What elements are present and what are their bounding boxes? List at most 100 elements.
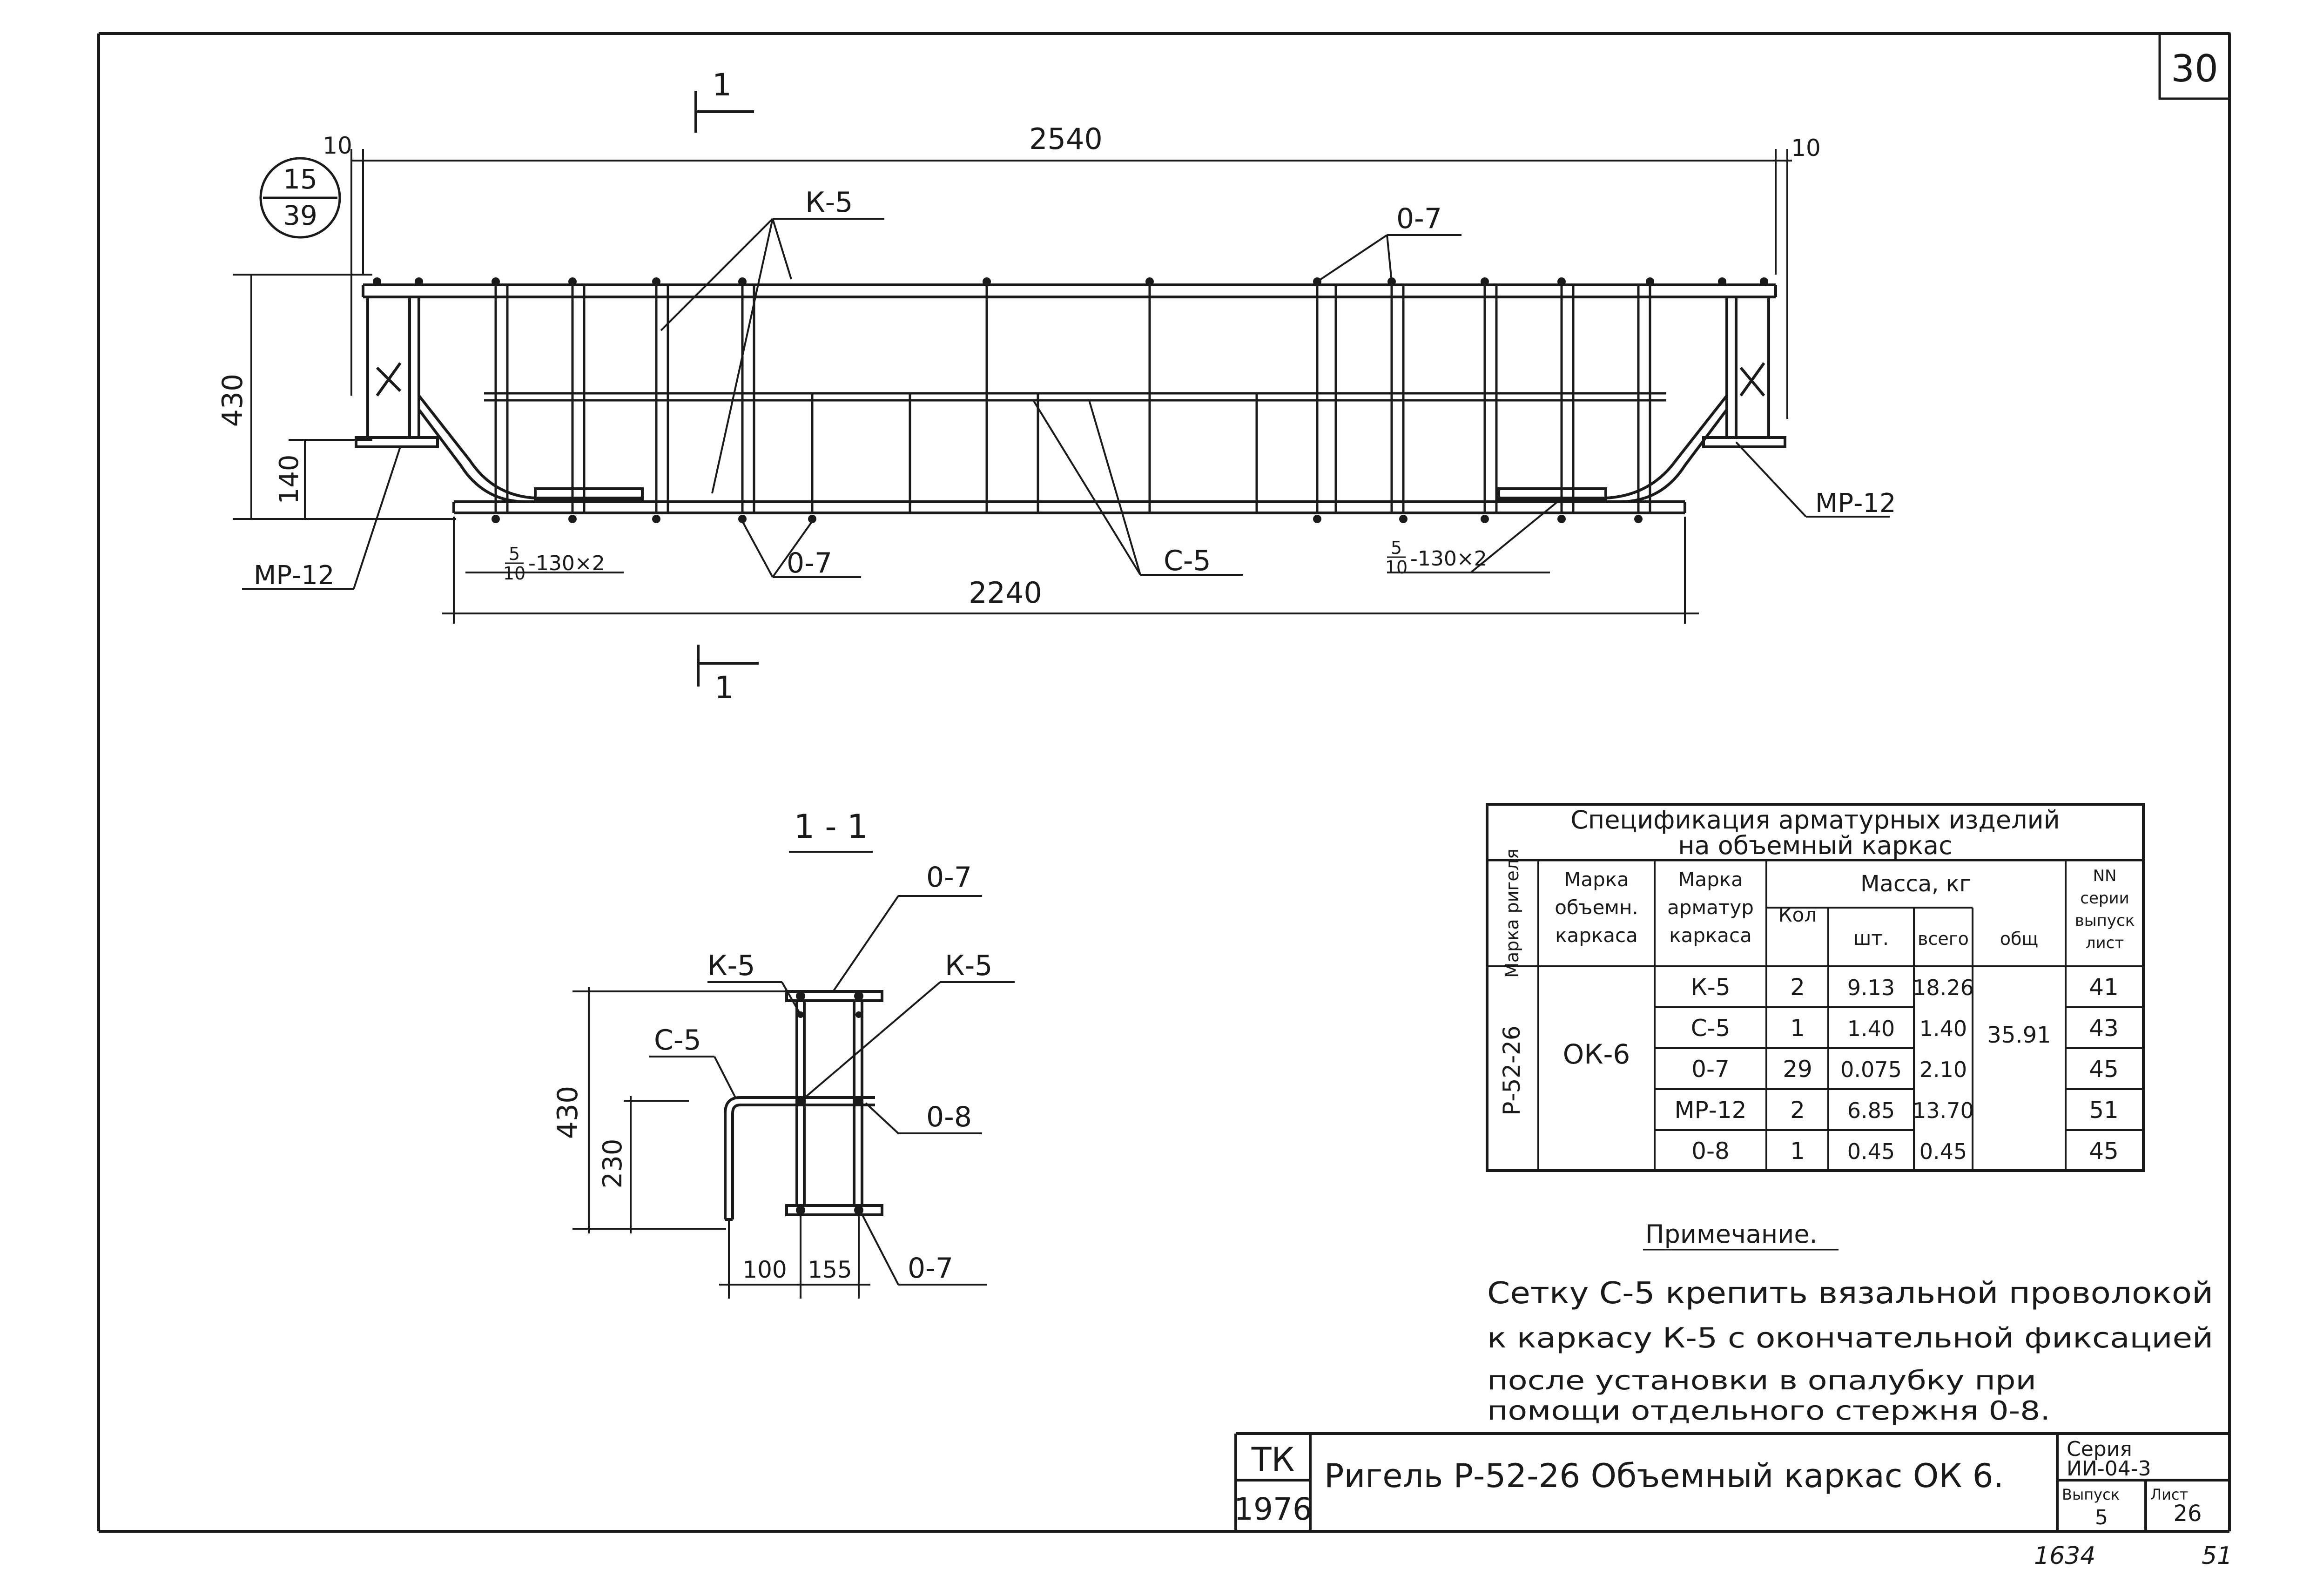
hdr-overall: общ	[2000, 929, 2038, 949]
mesh-chord	[484, 392, 1666, 402]
label-o7-top: 0-7	[1396, 202, 1442, 235]
svg-text:5: 5	[509, 544, 520, 564]
label-k5: К-5	[805, 186, 853, 219]
spec-beam: Р-52-26	[1498, 1025, 1525, 1115]
sheet-number-box: 30	[2158, 32, 2231, 100]
top-chord	[362, 283, 1777, 298]
tb-series-value: ИИ-04-3	[2067, 1457, 2151, 1481]
margin-note-1: 1634	[2034, 1542, 2095, 1570]
tb-sheet-label: Лист	[2150, 1486, 2188, 1503]
dim-overall-label: 2540	[1029, 122, 1103, 156]
svg-text:29: 29	[1783, 1056, 1812, 1083]
svg-text:41: 41	[2089, 974, 2119, 1001]
svg-text:1.40: 1.40	[1847, 1016, 1895, 1041]
svg-text:1: 1	[1790, 1015, 1805, 1042]
svg-text:-130×2: -130×2	[528, 552, 605, 575]
svg-text:2: 2	[1790, 974, 1805, 1001]
spec-grid	[1487, 860, 2143, 1171]
svg-text:0.075: 0.075	[1840, 1057, 1902, 1082]
svg-text:0.45: 0.45	[1847, 1139, 1895, 1164]
svg-text:0.45: 0.45	[1919, 1139, 1967, 1164]
note-heading: Примечание.	[1645, 1219, 1818, 1249]
svg-text:К-5: К-5	[1690, 974, 1730, 1001]
section-dim-w1: 100	[742, 1256, 787, 1283]
rebar-dots	[373, 277, 1768, 523]
tb-series-label: Серия	[2067, 1437, 2132, 1461]
svg-text:13.70: 13.70	[1913, 1098, 1974, 1123]
svg-text:1: 1	[1790, 1138, 1805, 1165]
note-line-3: после установки в опалубку при	[1487, 1366, 2036, 1396]
dim-right-gap: 10	[1791, 135, 1821, 162]
svg-text:МР-12: МР-12	[1675, 1097, 1747, 1124]
detail-reference: 15 39	[259, 157, 341, 239]
section-title: 1 - 1	[794, 808, 868, 846]
hdr-volume-mark: Марка объемн. каркаса	[1555, 868, 1638, 947]
note-line-2: к каркасу К-5 с окончательной фиксацией	[1487, 1322, 2213, 1354]
dim-bottom-label: 2240	[969, 576, 1042, 610]
dim-height	[233, 274, 456, 520]
note-line-4: помощи отдельного стержня 0-8.	[1487, 1396, 2050, 1426]
hdr-mass: Масса, кг	[1860, 871, 1971, 897]
label-c5: С-5	[1164, 545, 1211, 577]
label-o7-bottom: 0-7	[787, 547, 832, 579]
note-block: Примечание. Сетку С-5 крепить вязальной …	[1487, 1219, 2213, 1426]
dim-bottom	[442, 517, 1699, 624]
spec-title-1: Спецификация арматурных изделий	[1570, 805, 2060, 835]
tb-title: Ригель Р-52-26 Объемный каркас ОК 6.	[1324, 1457, 2004, 1495]
svg-text:15: 15	[283, 163, 317, 195]
spacing-right: 5 10 -130×2	[1385, 538, 1487, 578]
svg-text:0-8: 0-8	[1691, 1138, 1730, 1165]
spec-row-3: 0-7 29 0.075 2.10 45	[1691, 1056, 2119, 1083]
tb-issue-value: 5	[2095, 1506, 2108, 1529]
sheet-number: 30	[2171, 47, 2218, 90]
spec-row-2: С-5 1 1.40 1.40 43	[1691, 1015, 2119, 1042]
tb-year: 1976	[1234, 1491, 1312, 1527]
hdr-total: всего	[1918, 929, 1969, 949]
section-mark-top	[694, 91, 754, 133]
section-label-o8: 0-8	[926, 1101, 972, 1133]
svg-text:9.13: 9.13	[1847, 975, 1895, 1000]
section-mark-bottom-label: 1	[714, 670, 734, 706]
spec-row-5: 0-8 1 0.45 0.45 45	[1691, 1138, 2119, 1165]
svg-text:1.40: 1.40	[1919, 1016, 1967, 1041]
section-label-o7-top: 0-7	[926, 861, 972, 894]
svg-text:0-7: 0-7	[1691, 1056, 1730, 1083]
section-mark-top-label: 1	[712, 67, 732, 103]
svg-text:45: 45	[2089, 1138, 2119, 1165]
section-dim-w2: 155	[808, 1256, 852, 1283]
tb-org: ТК	[1251, 1441, 1294, 1479]
note-line-1: Сетку С-5 крепить вязальной проволокой	[1487, 1276, 2213, 1311]
bottom-chord	[452, 500, 1686, 514]
hdr-unit: шт.	[1853, 927, 1889, 950]
svg-text:6.85: 6.85	[1847, 1098, 1895, 1123]
dim-overall	[350, 149, 1792, 419]
svg-text:10: 10	[1385, 557, 1408, 578]
spec-table: Спецификация арматурных изделий на объем…	[1486, 803, 2145, 1172]
spec-volume: ОК-6	[1563, 1038, 1630, 1070]
sheet-frame	[97, 32, 2231, 1533]
svg-text:18.26: 18.26	[1913, 975, 1974, 1000]
label-mp12-left: МР-12	[254, 560, 335, 591]
dim-height-label: 430	[216, 374, 249, 427]
dim-left-gap: 10	[323, 132, 352, 159]
svg-text:51: 51	[2089, 1097, 2119, 1124]
section-dim-mid: 230	[598, 1139, 628, 1189]
section-leaders	[649, 895, 1015, 1286]
svg-text:45: 45	[2089, 1056, 2119, 1083]
right-end-cage	[1497, 297, 1786, 503]
section-dims	[572, 987, 870, 1299]
hdr-rebar-mark: Марка арматур каркаса	[1667, 868, 1754, 947]
svg-text:10: 10	[503, 563, 525, 584]
svg-text:2.10: 2.10	[1919, 1057, 1967, 1082]
spacing-left: 5 10 -130×2	[503, 544, 605, 584]
spec-row-1: К-5 2 9.13 18.26 41	[1690, 974, 2118, 1001]
leaders-elevation	[242, 218, 1890, 590]
title-block: ТК 1976 Ригель Р-52-26 Объемный каркас О…	[1234, 1432, 2229, 1531]
tb-sheet-value: 26	[2173, 1501, 2202, 1527]
section-label-k5-left: К-5	[707, 950, 755, 982]
svg-text:39: 39	[283, 200, 317, 231]
svg-text:5: 5	[1391, 538, 1402, 558]
dim-offset-label: 140	[274, 455, 304, 505]
